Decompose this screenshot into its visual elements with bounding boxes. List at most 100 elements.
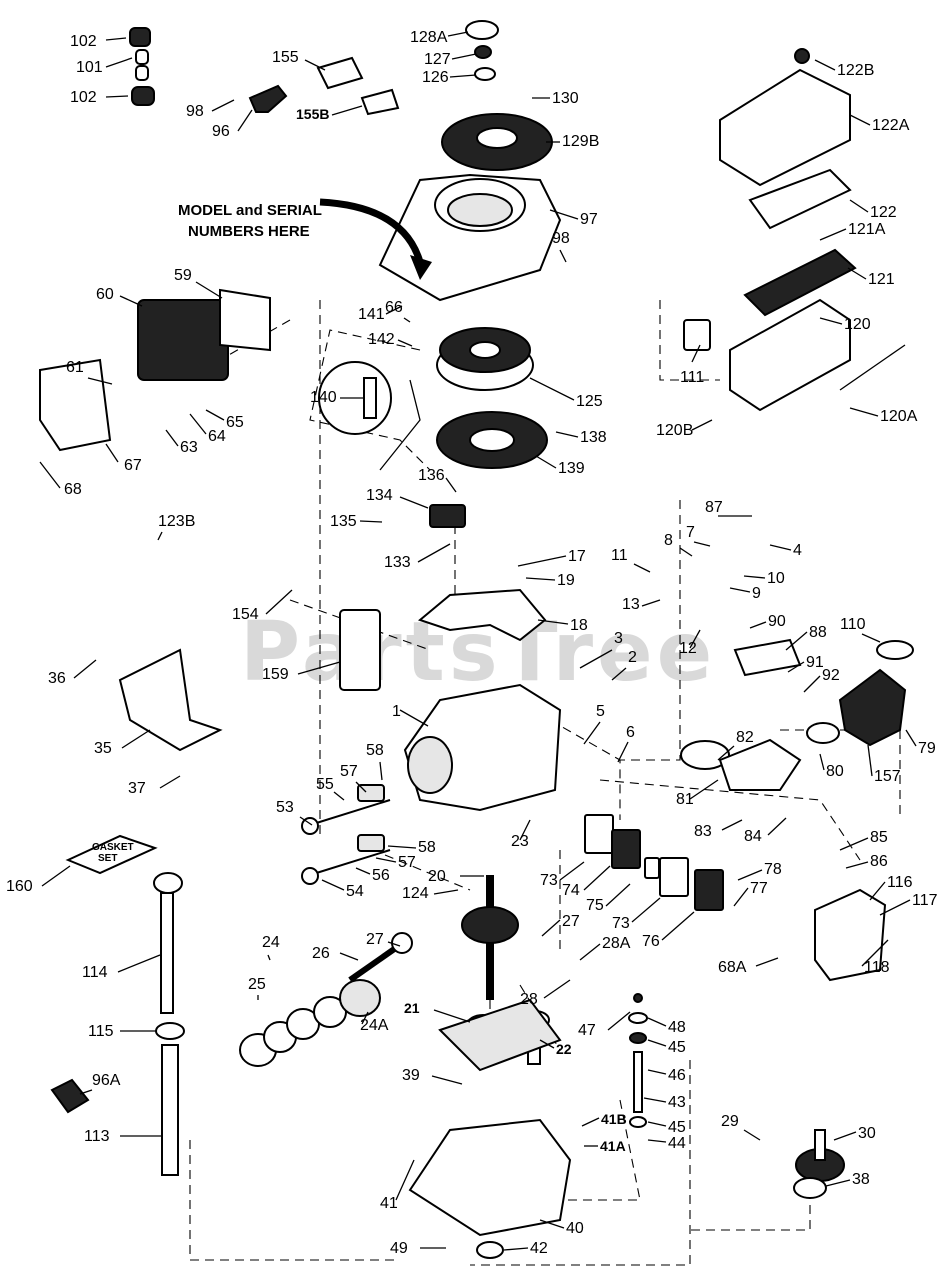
callout-45-bot: 45	[647, 1119, 686, 1136]
callout-leader	[449, 74, 477, 78]
callout-leader	[825, 1179, 851, 1187]
callout-number: 35	[94, 740, 112, 757]
callout-66: 66	[385, 299, 411, 323]
callout-141: 141	[358, 305, 403, 323]
callout-leader	[237, 109, 253, 132]
callout-leader	[867, 744, 873, 777]
callout-96A: 96A	[79, 1072, 121, 1095]
callout-leader	[165, 429, 179, 447]
callout-number: 157	[874, 768, 901, 785]
model-note-line2: NUMBERS HERE	[188, 223, 310, 240]
callout-number: 41A	[600, 1138, 626, 1154]
callout-leader	[717, 745, 735, 761]
callout-49: 49	[390, 1240, 446, 1257]
callout-leader	[905, 729, 917, 747]
part-116-muffler	[814, 888, 887, 982]
callout-129B: 129B	[546, 133, 599, 150]
part-43-48-governor	[628, 993, 648, 1128]
callout-number: 126	[422, 69, 449, 86]
callout-number: 21	[404, 1000, 420, 1016]
callout-leader	[205, 409, 225, 421]
callout-leader	[265, 589, 293, 615]
callout-120B: 120B	[656, 419, 713, 439]
callout-123B: 123B	[157, 513, 195, 541]
callout-number: 61	[66, 359, 84, 376]
callout-leader	[839, 837, 869, 851]
callout-number: 90	[768, 613, 786, 630]
callout-leader	[643, 1097, 667, 1103]
callout-number: 55	[316, 776, 334, 793]
callout-leader	[403, 317, 411, 323]
callout-77: 77	[733, 880, 768, 907]
callout-91: 91	[787, 654, 824, 673]
callout-leader	[539, 1039, 555, 1049]
callout-number: 39	[402, 1067, 420, 1084]
callout-leader	[517, 555, 567, 567]
callout-78: 78	[737, 861, 782, 881]
callout-number: 67	[124, 457, 142, 474]
callout-leader	[211, 99, 235, 112]
callout-number: 96	[212, 123, 230, 140]
part-82-81-intake	[680, 738, 802, 791]
callout-number: 60	[96, 286, 114, 303]
callout-number: 24A	[360, 1017, 389, 1034]
callout-number: 117	[912, 892, 938, 909]
callout-9: 9	[729, 585, 761, 602]
callout-leader	[691, 344, 701, 363]
callout-leader	[397, 339, 413, 347]
part-155-labels	[316, 56, 400, 116]
model-serial-note: MODEL and SERIAL NUMBERS HERE	[178, 198, 432, 280]
callout-leader	[689, 779, 719, 800]
callout-number: 114	[82, 964, 108, 981]
callout-56: 56	[355, 867, 390, 884]
callout-number: 30	[858, 1125, 876, 1142]
callout-54: 54	[321, 879, 364, 900]
callout-number: 54	[346, 883, 364, 900]
callout-number: 88	[809, 624, 827, 641]
callout-leader	[39, 461, 61, 489]
callout-26: 26	[312, 945, 359, 962]
callout-number: 122A	[872, 117, 910, 134]
callout-number: 129B	[562, 133, 599, 150]
part-67-shield	[39, 358, 112, 452]
callout-number: 1	[392, 703, 401, 720]
callout-7: 7	[686, 524, 711, 547]
callout-leader	[647, 1121, 667, 1127]
callout-113: 113	[84, 1128, 162, 1145]
callout-number: 111	[680, 369, 704, 386]
callout-number: 57	[398, 854, 416, 871]
callout-leader	[721, 819, 743, 831]
callout-121: 121	[847, 267, 895, 288]
part-20-crankshaft	[461, 875, 519, 1000]
callout-number: 2	[628, 649, 637, 666]
callout-leader	[749, 621, 767, 629]
callout-number: 121A	[848, 221, 886, 238]
callout-number: 9	[752, 585, 761, 602]
callout-122A: 122A	[849, 114, 910, 134]
callout-114: 114	[82, 954, 161, 981]
callout-122B: 122B	[814, 59, 874, 79]
callout-leader	[785, 631, 808, 651]
callout-88: 88	[785, 624, 827, 651]
callout-leader	[417, 543, 451, 563]
callout-number: 47	[578, 1022, 596, 1039]
callout-leader	[819, 228, 847, 241]
callout-leader	[583, 865, 611, 891]
callout-number: 115	[88, 1023, 114, 1040]
callout-number: 140	[310, 389, 337, 406]
callout-140: 140	[310, 389, 364, 406]
callout-28: 28	[520, 979, 571, 1008]
callout-number: 110	[840, 616, 866, 633]
callout-40: 40	[539, 1219, 584, 1237]
callout-number: 102	[70, 89, 97, 106]
callout-number: 48	[668, 1019, 686, 1036]
callout-number: 121	[868, 271, 895, 288]
callout-6: 6	[617, 724, 635, 763]
callout-leader	[581, 1117, 600, 1127]
callout-leader	[729, 587, 751, 593]
callout-number: 98	[186, 103, 204, 120]
callout-leader	[339, 952, 359, 961]
callout-5: 5	[583, 703, 605, 745]
callout-23: 23	[511, 819, 531, 850]
callout-leader	[431, 1075, 463, 1085]
